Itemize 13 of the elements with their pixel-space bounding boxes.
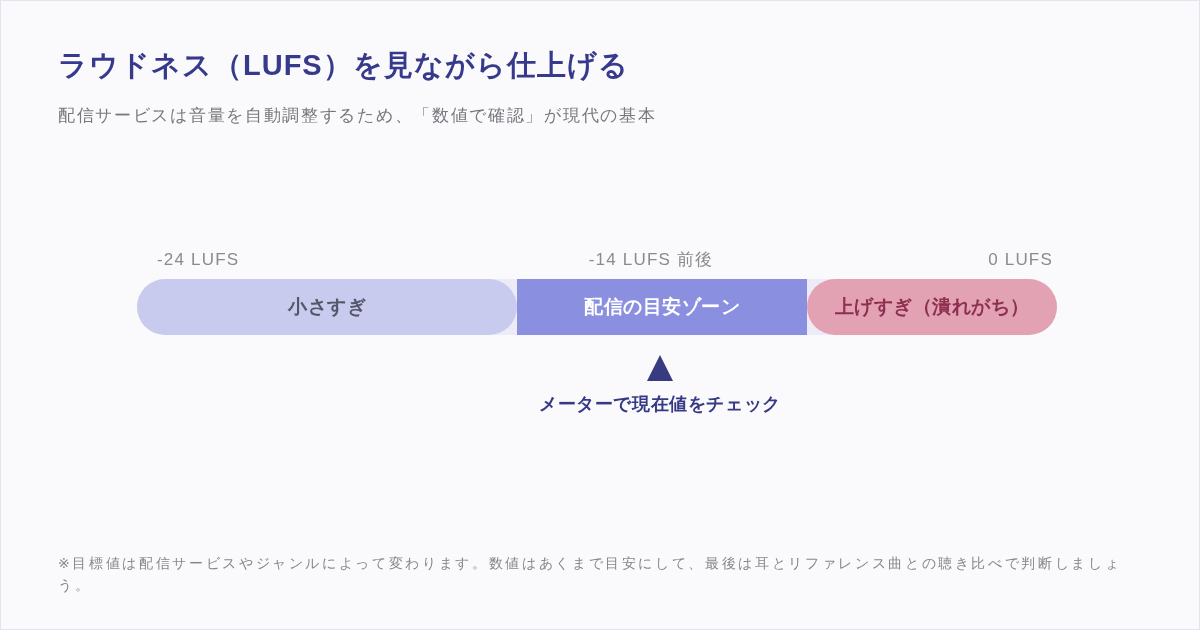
scale-segment xyxy=(517,279,807,335)
title: ラウドネス（LUFS）を見ながら仕上げる xyxy=(58,48,629,83)
footnote: ※目標値は配信サービスやジャンルによって変わります。数値はあくまで目安にして、最後は耳とリファレンス曲との聴き比べで判断しましょう。 xyxy=(58,554,1123,595)
scale-segment xyxy=(137,279,517,335)
segment-label: 配信の目安ゾーン xyxy=(584,295,740,319)
scale-tick-label: -24 LUFS xyxy=(157,249,240,271)
segment-label: 上げすぎ（潰れがち） xyxy=(834,295,1030,319)
scale-tick-label: 0 LUFS xyxy=(988,249,1053,271)
subtitle: 配信サービスは音量を自動調整するため、「数値で確認」が現代の基本 xyxy=(58,105,657,127)
scale-tick-label: -14 LUFS 前後 xyxy=(588,249,714,271)
segment-label: 小さすぎ xyxy=(288,295,366,319)
scale-segment xyxy=(807,279,1057,335)
pointer-caption: メーターで現在値をチェック xyxy=(539,393,781,415)
